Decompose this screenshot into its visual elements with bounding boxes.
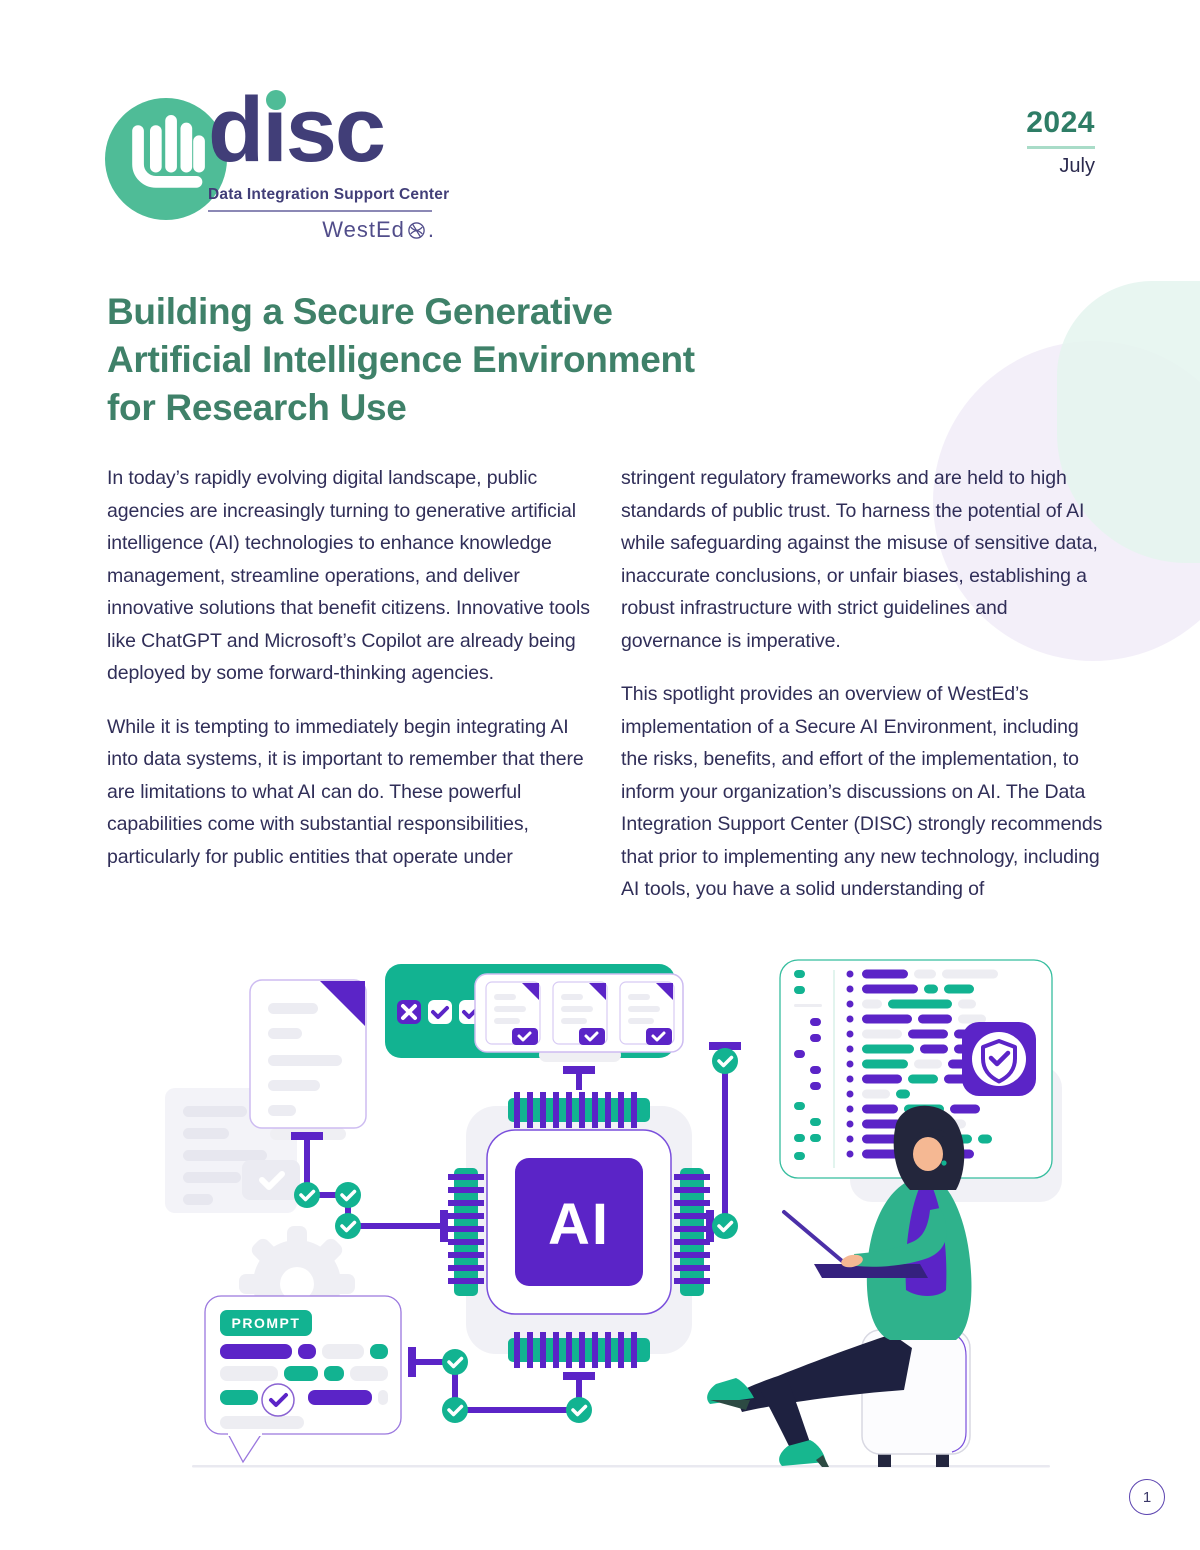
page-number: 1 — [1129, 1479, 1165, 1515]
brand-name: disc — [208, 79, 386, 181]
logo-divider — [208, 210, 432, 212]
ground-line — [192, 1465, 1050, 1468]
heel-shoe — [707, 1378, 754, 1410]
issue-month: July — [1059, 155, 1095, 177]
paragraph-right-1: stringent regulatory frameworks and are … — [621, 467, 1098, 652]
mini-document — [619, 981, 675, 1045]
check-icon — [335, 1182, 361, 1208]
security-shield-badge — [962, 1022, 1036, 1096]
issue-date: 2024 July — [1026, 106, 1095, 178]
page-number-value: 1 — [1142, 1488, 1152, 1506]
check-icon — [442, 1397, 468, 1423]
org-suffix: . — [427, 217, 434, 242]
org-logo: WestEd . — [208, 217, 434, 243]
check-icon — [442, 1349, 468, 1375]
prompt-label: PROMPT — [232, 1315, 301, 1331]
prompt-badge — [220, 1310, 312, 1336]
heel-shoe — [779, 1440, 829, 1467]
prompt-bubble: PROMPT — [204, 1295, 402, 1464]
issue-year: 2024 — [1026, 106, 1095, 139]
faded-document — [165, 1088, 300, 1213]
woman-with-laptop — [707, 1105, 972, 1467]
brand-tagline: Data Integration Support Center — [208, 186, 450, 203]
paragraph-left-1: In today’s rapidly evolving digital land… — [107, 467, 590, 684]
mini-document — [552, 981, 608, 1045]
date-underline — [1027, 146, 1095, 149]
paragraph-left-2: While it is tempting to immediately begi… — [107, 715, 584, 868]
ai-chip-label: AI — [548, 1192, 610, 1257]
prompt-content-bars — [220, 1344, 388, 1429]
shield-check-icon — [981, 1039, 1017, 1084]
right-column: stringent regulatory frameworks and are … — [621, 462, 1107, 927]
check-icon — [294, 1182, 320, 1208]
earring — [941, 1160, 947, 1166]
page-title: Building a Secure Generative Artificial … — [107, 288, 695, 432]
title-line-2: Artificial Intelligence Environment — [107, 339, 695, 380]
verified-documents-card — [474, 973, 684, 1062]
globe-icon — [408, 221, 425, 239]
laptop — [782, 1210, 928, 1278]
ai-chip: AI — [448, 1092, 710, 1368]
hand-icon — [132, 115, 205, 188]
check-icon — [566, 1397, 592, 1423]
disc-logo — [105, 98, 227, 220]
check-nodes — [294, 1048, 738, 1423]
mini-document — [485, 981, 541, 1045]
approved-checkbox — [428, 1000, 452, 1024]
left-column: In today’s rapidly evolving digital land… — [107, 462, 593, 927]
check-bubble-icon — [261, 1383, 295, 1417]
paragraph-right-2: This spotlight provides an overview of W… — [621, 683, 1103, 900]
check-icon — [712, 1213, 738, 1239]
folded-corner — [320, 981, 365, 1026]
check-icon — [712, 1048, 738, 1074]
title-line-3: for Research Use — [107, 387, 407, 428]
org-name: WestEd — [322, 217, 405, 242]
ai-security-illustration: AI — [150, 948, 1070, 1508]
document-card — [249, 979, 367, 1140]
hand — [841, 1254, 863, 1268]
title-line-1: Building a Secure Generative — [107, 291, 613, 332]
check-icon — [335, 1213, 361, 1239]
brand-i-dot — [266, 90, 286, 110]
article-body: In today’s rapidly evolving digital land… — [107, 462, 1107, 927]
